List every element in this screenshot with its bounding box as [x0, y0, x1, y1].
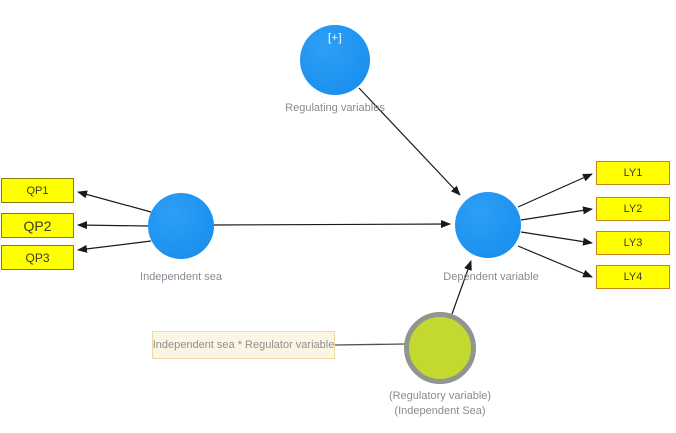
indicator-qp1[interactable]: QP1 — [1, 178, 74, 203]
construct-independent-sea[interactable] — [148, 193, 214, 259]
indicator-ly1[interactable]: LY1 — [596, 161, 670, 185]
interaction-term-box[interactable]: Independent sea * Regulator variable — [152, 331, 335, 359]
path-independent-to-qp1[interactable] — [77, 190, 152, 213]
indicator-ly4[interactable]: LY4 — [596, 265, 670, 289]
path-dependent-to-ly2[interactable] — [520, 206, 593, 221]
indicator-ly3[interactable]: LY3 — [596, 231, 670, 255]
indicator-qp3[interactable]: QP3 — [1, 245, 74, 270]
construct-moderator[interactable] — [404, 312, 476, 384]
label-regulating-variables: Regulating variables — [285, 102, 385, 114]
indicator-qp2[interactable]: QP2 — [1, 213, 74, 238]
label-dependent-variable: Dependent variable — [443, 271, 539, 283]
construct-dependent-variable[interactable] — [455, 192, 521, 258]
construct-regulating-variables[interactable]: [+] — [300, 25, 370, 95]
path-independent-to-qp2[interactable] — [77, 221, 149, 230]
path-regulating-to-dependent[interactable] — [358, 87, 461, 196]
label-moderator-line1: (Regulatory variable) — [388, 390, 492, 402]
path-dependent-to-ly1[interactable] — [517, 173, 593, 208]
path-independent-to-qp3[interactable] — [77, 240, 152, 253]
path-moderator-to-dependent[interactable] — [451, 260, 472, 315]
indicator-ly2[interactable]: LY2 — [596, 197, 670, 221]
label-moderator-line2: (Independent Sea) — [394, 405, 486, 417]
line-interaction-to-moderator[interactable] — [334, 343, 406, 346]
path-dependent-to-ly3[interactable] — [520, 231, 593, 246]
path-independent-to-dependent[interactable] — [213, 220, 451, 229]
path-dependent-to-ly4[interactable] — [517, 245, 593, 278]
expand-badge-icon: [+] — [327, 32, 343, 44]
label-independent-sea: Independent sea — [140, 271, 222, 283]
